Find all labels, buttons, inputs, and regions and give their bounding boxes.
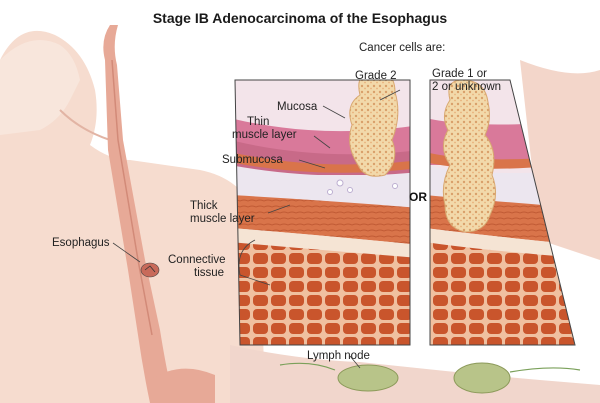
leader-lines [112,89,401,369]
grade1-label-line2: 2 or unknown [432,81,502,93]
lymph-node-label: Lymph node [307,350,370,362]
submucosa-label: Submucosa [222,154,283,166]
left-slice-outline [234,79,411,346]
left-cross-section [235,80,410,345]
diagram-title: Stage IB Adenocarcinoma of the Esophagus [152,10,448,26]
esophagus-label: Esophagus [52,237,110,249]
cancer-cells-label: Cancer cells are: [359,42,446,54]
thick-muscle-label-line1: Thick [190,200,218,212]
esophagus-tube [103,25,175,403]
or-label: OR [409,190,427,204]
thin-muscle-label-line2: muscle layer [232,129,297,141]
grade1-label-line1: Grade 1 or [432,68,487,80]
stomach-hint [150,368,215,403]
connective-tissue-label-line1: Connective [168,254,226,266]
grade2-label: Grade 2 [355,70,397,82]
right-slice-outline [429,79,576,346]
thick-muscle-label-line2: muscle layer [190,213,255,225]
mucosa-label: Mucosa [277,101,318,113]
right-cross-section [430,80,575,345]
lymph-node-area [230,345,600,403]
thin-muscle-label-line1: Thin [247,116,270,128]
connective-tissue-label-line2: tissue [194,267,225,279]
